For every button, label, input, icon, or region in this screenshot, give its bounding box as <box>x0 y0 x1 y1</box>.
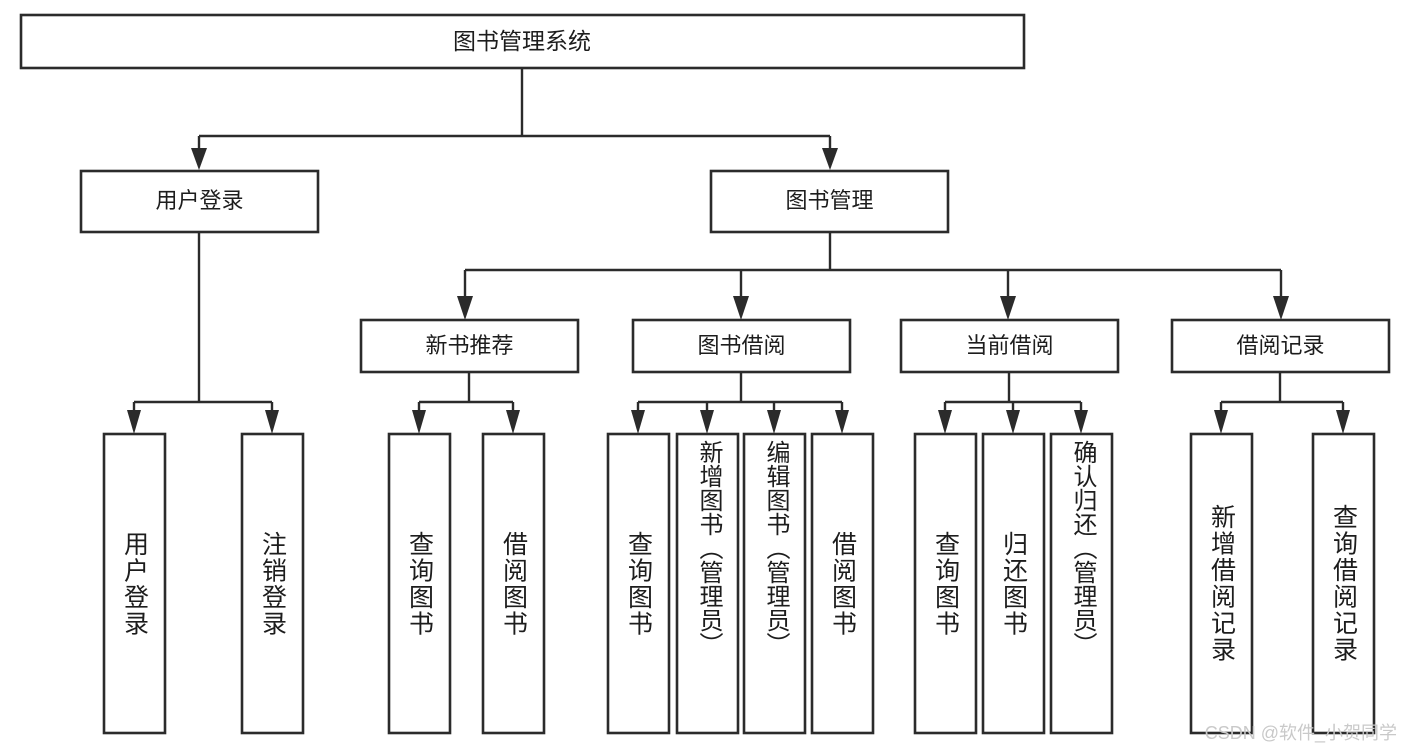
arrow-head-bookmgmt <box>822 148 838 170</box>
connector-record-to-leaves <box>1214 372 1350 434</box>
node-label-new-book-recommend: 新书推荐 <box>425 333 513 358</box>
leaf-label-cb-1: 查询图书 <box>931 530 960 637</box>
node-box-leaf-bb-4[interactable] <box>810 432 875 735</box>
leaf-bb-2: 新增图书（管理员） <box>677 440 738 727</box>
leaf-cb-1: 查询图书 <box>915 434 976 733</box>
connector-borrow-to-leaves <box>631 372 849 434</box>
leaf-cb-2: 归还图书 <box>983 434 1044 733</box>
node-box-leaf-nb-1[interactable] <box>387 432 452 735</box>
leaf-label-bb-4: 借阅图书 <box>828 530 857 637</box>
arrow-head-newbook <box>457 296 473 320</box>
node-box-new-book-recommend[interactable] <box>359 318 580 374</box>
leaf-label-ul-2: 注销登录 <box>258 530 287 637</box>
leaf-cb-3: 确认归还（管理员） <box>1051 440 1112 727</box>
leaf-label-cb-3: 确认归还（管理员） <box>1068 440 1096 656</box>
node-box-leaf-ul-1[interactable] <box>102 432 167 735</box>
node-box-book-management[interactable] <box>709 169 950 234</box>
leaf-label-br-2: 查询借阅记录 <box>1329 504 1358 663</box>
arrow-head-cb-3 <box>1074 410 1088 434</box>
leaf-label-nb-1: 查询图书 <box>405 530 434 637</box>
leaf-ul-1: 用户登录 <box>104 434 165 733</box>
node-label-user-login: 用户登录 <box>155 188 243 213</box>
node-box-leaf-bb-2[interactable] <box>675 432 740 735</box>
arrow-head-bb-2 <box>700 410 714 434</box>
leaf-nb-1: 查询图书 <box>389 434 450 733</box>
node-label-root: 图书管理系统 <box>453 28 591 54</box>
arrow-head-borrow <box>733 296 749 320</box>
arrow-head-ul-1 <box>127 410 141 434</box>
arrow-head-bb-1 <box>631 410 645 434</box>
leaf-label-ul-1: 用户登录 <box>120 530 149 637</box>
leaf-bb-1: 查询图书 <box>608 434 669 733</box>
node-label-current-borrow: 当前借阅 <box>965 333 1053 358</box>
node-box-leaf-br-1[interactable] <box>1189 432 1254 735</box>
connector-root-to-level2 <box>191 68 838 170</box>
node-box-leaf-br-2[interactable] <box>1311 432 1376 735</box>
arrow-head-nb-1 <box>412 410 426 434</box>
node-box-leaf-cb-2[interactable] <box>981 432 1046 735</box>
leaf-bb-3: 编辑图书（管理员） <box>744 440 805 727</box>
node-label-borrow-record: 借阅记录 <box>1236 333 1324 358</box>
leaf-nb-2: 借阅图书 <box>483 434 544 733</box>
connector-userlogin-to-leaves <box>127 232 279 434</box>
arrow-head-bb-4 <box>835 410 849 434</box>
connector-current-to-leaves <box>938 372 1088 434</box>
leaf-bb-4: 借阅图书 <box>812 434 873 733</box>
node-box-leaf-nb-2[interactable] <box>481 432 546 735</box>
leaf-br-2: 查询借阅记录 <box>1313 434 1374 733</box>
node-label-book-management: 图书管理 <box>785 188 873 213</box>
node-box-leaf-ul-2[interactable] <box>240 432 305 735</box>
node-box-user-login[interactable] <box>79 169 320 234</box>
node-label-book-borrow: 图书借阅 <box>697 333 785 358</box>
leaf-label-bb-1: 查询图书 <box>624 530 653 637</box>
csdn-watermark: CSDN @软件_小贺同学 <box>1204 723 1397 743</box>
leaf-br-1: 新增借阅记录 <box>1191 434 1252 733</box>
node-box-leaf-bb-3[interactable] <box>742 432 807 735</box>
node-box-current-borrow[interactable] <box>899 318 1120 374</box>
node-box-leaf-cb-3[interactable] <box>1049 432 1114 735</box>
connector-newbook-to-leaves <box>412 372 520 434</box>
node-box-root[interactable] <box>19 13 1026 70</box>
node-box-leaf-cb-1[interactable] <box>913 432 978 735</box>
connector-bookmgmt-to-level3 <box>457 232 1289 320</box>
arrow-head-br-1 <box>1214 410 1228 434</box>
arrow-head-bb-3 <box>767 410 781 434</box>
node-box-book-borrow[interactable] <box>631 318 852 374</box>
arrow-head-cb-2 <box>1006 410 1020 434</box>
leaf-label-cb-2: 归还图书 <box>999 530 1028 637</box>
leaf-label-nb-2: 借阅图书 <box>499 530 528 637</box>
arrow-head-userlogin <box>191 148 207 170</box>
arrow-head-cb-1 <box>938 410 952 434</box>
arrow-head-nb-2 <box>506 410 520 434</box>
arrow-head-ul-2 <box>265 410 279 434</box>
arrow-head-br-2 <box>1336 410 1350 434</box>
leaf-ul-2: 注销登录 <box>242 434 303 733</box>
leaf-label-bb-2: 新增图书（管理员） <box>694 440 722 656</box>
arrow-head-current <box>1000 296 1016 320</box>
node-box-leaf-bb-1[interactable] <box>606 432 671 735</box>
leaf-label-bb-3: 编辑图书（管理员） <box>761 440 789 656</box>
node-box-borrow-record[interactable] <box>1170 318 1391 374</box>
arrow-head-record <box>1273 296 1289 320</box>
leaf-label-br-1: 新增借阅记录 <box>1207 504 1236 663</box>
